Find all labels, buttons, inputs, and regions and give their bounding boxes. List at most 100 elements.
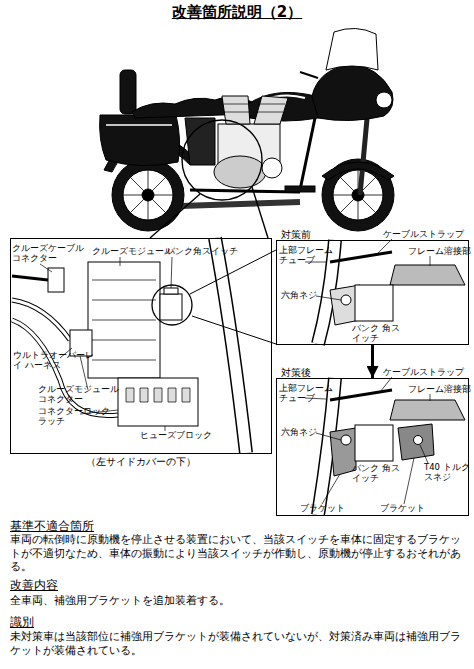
section-heading: 改善内容 bbox=[10, 578, 58, 592]
hex-screw bbox=[341, 295, 351, 305]
rear-wheel bbox=[123, 170, 173, 220]
footboard bbox=[285, 186, 315, 192]
front-fender bbox=[322, 162, 394, 180]
inset-heading: 対策後 bbox=[281, 367, 311, 379]
leader-line bbox=[120, 257, 121, 266]
bank-angle-switch bbox=[355, 425, 393, 461]
leader-line bbox=[380, 377, 392, 392]
part-label: クルーズモジュール コネクター bbox=[38, 384, 120, 404]
windshield bbox=[326, 28, 378, 70]
motorcycle-illustration bbox=[106, 124, 172, 126]
frame-weld bbox=[390, 265, 465, 285]
page-title: 改善箇所説明（2） bbox=[0, 3, 474, 22]
cable-strap bbox=[330, 252, 392, 262]
frame bbox=[190, 118, 315, 192]
callout-circle bbox=[150, 120, 268, 238]
part-label: フレーム溶接部 bbox=[408, 246, 471, 256]
cable-strap bbox=[330, 390, 392, 400]
body-text: 車両の転倒時に原動機を停止させる装置において、当該スイッチを車体に固定するブラケ… bbox=[10, 533, 468, 574]
inset-art bbox=[92, 280, 156, 360]
engine bbox=[214, 96, 288, 188]
front-wheel bbox=[333, 170, 383, 220]
leader-line bbox=[420, 445, 428, 463]
leader-line bbox=[190, 250, 276, 344]
bank-angle-switch bbox=[160, 294, 182, 320]
front-wheel bbox=[333, 170, 383, 220]
leader-line bbox=[171, 257, 172, 288]
part-label: ウルトラオーバーレイ ハーネス bbox=[13, 350, 101, 370]
front-wheel bbox=[322, 159, 394, 231]
part-label: ケーブルストラップ bbox=[383, 229, 464, 239]
leader-line bbox=[322, 474, 340, 504]
inset-art bbox=[126, 388, 190, 402]
inset-art bbox=[12, 300, 70, 340]
inset-art bbox=[48, 268, 64, 292]
section-heading: 識別 bbox=[10, 615, 34, 629]
backrest bbox=[120, 70, 136, 114]
leader-line bbox=[430, 256, 431, 266]
part-label: バンク 角スイッチ bbox=[352, 463, 402, 483]
part-label: ブラケット bbox=[300, 503, 345, 513]
inset-art bbox=[215, 238, 246, 453]
part-label: ヒューズブロック bbox=[140, 430, 212, 440]
part-label: 六角ネジ bbox=[281, 427, 317, 437]
inset-art bbox=[164, 288, 178, 294]
part-label: ケーブルストラップ bbox=[383, 367, 464, 377]
callout-circle bbox=[182, 120, 262, 200]
down-arrow bbox=[371, 345, 374, 378]
motorcycle-illustration bbox=[100, 28, 394, 231]
inset-heading: 対策前 bbox=[281, 229, 311, 241]
inset-art bbox=[12, 238, 246, 453]
frame-weld bbox=[390, 400, 465, 420]
leader-line bbox=[305, 377, 430, 504]
inset-art bbox=[215, 238, 246, 453]
leader-line bbox=[378, 239, 392, 253]
engine bbox=[214, 156, 266, 188]
part-label: クルーズモジュール bbox=[92, 246, 173, 256]
part-label: バンク 角スイッチ bbox=[352, 323, 402, 343]
part-label: フレーム溶接部 bbox=[408, 384, 471, 394]
engine bbox=[262, 158, 282, 178]
part-label: T40 トルクスネジ bbox=[424, 462, 472, 482]
part-label: ブラケット bbox=[380, 503, 425, 513]
bank-angle-switch bbox=[355, 285, 393, 321]
part-label: 上部フレーム チューブ bbox=[279, 245, 334, 265]
front-wheel bbox=[322, 159, 394, 231]
part-label: バンク角スイッチ bbox=[166, 246, 238, 256]
part-label: コネクターロック ラッチ bbox=[38, 406, 110, 426]
engine bbox=[254, 96, 288, 124]
leader-line bbox=[316, 433, 341, 440]
handlebar bbox=[300, 72, 318, 78]
cruise-module bbox=[88, 262, 160, 378]
inset-caption: （左サイドカバーの下） bbox=[11, 456, 271, 468]
inset-art bbox=[12, 300, 70, 340]
after-art bbox=[318, 378, 465, 515]
rear-wheel bbox=[112, 159, 184, 231]
inset-art bbox=[152, 285, 192, 325]
leader-line bbox=[430, 394, 431, 401]
rear-wheel bbox=[123, 170, 173, 220]
callout-circle bbox=[150, 187, 268, 238]
inset-art bbox=[12, 276, 48, 280]
part-label: クルーズケーブル コネクター bbox=[12, 243, 84, 263]
side-cover bbox=[185, 118, 215, 165]
front-fork bbox=[360, 108, 368, 195]
fairing bbox=[312, 64, 393, 121]
rear-wheel bbox=[112, 159, 184, 231]
part-label: 上部フレーム チューブ bbox=[279, 383, 334, 403]
hex-screw bbox=[341, 435, 351, 445]
part-label: 六角ネジ bbox=[281, 290, 317, 300]
body-text: 未対策車は当該部位に補強用ブラケットが装備されていないが、対策済み車両は補強用ブ… bbox=[10, 630, 468, 657]
headlight bbox=[376, 92, 392, 108]
engine bbox=[224, 104, 285, 112]
saddlebag bbox=[100, 115, 180, 166]
body-text: 全車両、補強用ブラケットを追加装着する。 bbox=[10, 594, 468, 608]
torx-screw bbox=[414, 436, 423, 445]
leader-line bbox=[316, 296, 341, 300]
bracket bbox=[398, 424, 434, 460]
leader-line bbox=[40, 264, 52, 272]
section-heading: 基準不適合箇所 bbox=[10, 519, 94, 533]
